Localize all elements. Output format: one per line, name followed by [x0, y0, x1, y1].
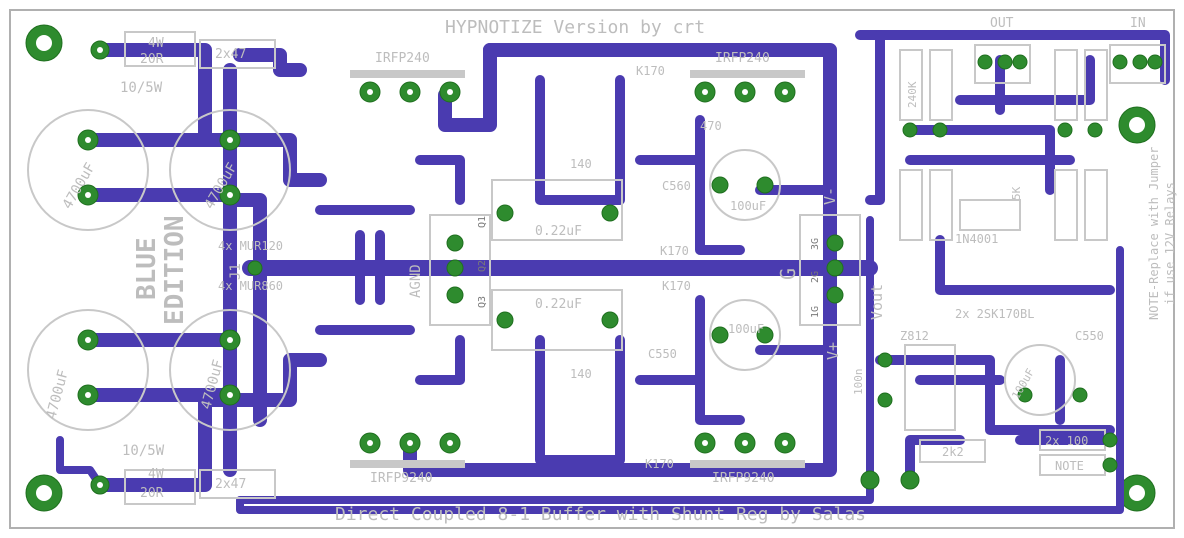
label-vminus: V-	[821, 187, 839, 205]
label-pin-1g: 1G	[810, 306, 821, 318]
label-diode: 1N4001	[955, 232, 998, 246]
label-c550b: C550	[1075, 329, 1104, 343]
pads	[77, 40, 1163, 495]
cap-4700uf-bc	[169, 309, 291, 431]
label-k170-top2: K170	[660, 244, 689, 258]
label-q1: Q1	[477, 216, 488, 228]
label-100uf-top: 100uF	[730, 199, 766, 213]
label-k170-bottom: K170	[662, 279, 691, 293]
edition-line-2: EDITION	[160, 215, 190, 325]
label-film-bottom: 0.22uF	[535, 297, 582, 312]
label-film-top: 0.22uF	[535, 224, 582, 239]
label-irfp240-tl: IRFP240	[375, 51, 430, 66]
label-irfp240-tr: IRFP240	[715, 51, 770, 66]
label-100uf-bottom: 100uF	[728, 322, 764, 336]
label-res-top-rating: 10/5W	[120, 80, 163, 96]
label-res-top-val: 20R	[140, 52, 164, 67]
cap-4700uf-tc	[169, 109, 291, 231]
side-note-2: if use 12V Relays	[1163, 182, 1177, 305]
label-pin-2g: 2G	[810, 271, 821, 283]
label-note: NOTE	[1055, 459, 1084, 473]
label-5k: 5K	[1010, 186, 1023, 200]
board-outline	[9, 9, 1175, 529]
label-k170-top: K170	[636, 64, 665, 78]
label-j1: J1	[228, 263, 244, 280]
label-2x47-bottom: 2x47	[215, 477, 246, 492]
label-res-bottom: 4W	[148, 467, 164, 482]
label-vplus: V+	[824, 342, 842, 360]
label-q3: Q3	[477, 296, 488, 308]
label-q2: Q2	[477, 260, 488, 272]
label-2x47-top: 2x47	[215, 47, 246, 62]
label-vout: Vout	[868, 284, 886, 320]
cap-4700uf-tl	[27, 109, 149, 231]
label-100u-small: 100uF	[1009, 366, 1037, 401]
label-out: OUT	[990, 16, 1014, 31]
label-2x100: 2x 100	[1045, 434, 1088, 448]
label-res-bottom-rating: 10/5W	[122, 443, 165, 459]
edition-line-1: BLUE	[132, 237, 162, 300]
label-res-top: 4W	[148, 36, 164, 51]
label-res-140-top: 140	[570, 157, 592, 171]
label-z812: Z812	[900, 329, 929, 343]
label-pin-3g: 3G	[810, 238, 821, 250]
label-c560: C560	[662, 179, 691, 193]
label-irfp9240-br: IRFP9240	[712, 471, 775, 486]
label-res-bottom-val: 20R	[140, 486, 164, 501]
label-2k2: 2k2	[942, 445, 964, 459]
label-c550: C550	[648, 347, 677, 361]
copper-traces	[56, 30, 1170, 514]
label-g: G	[776, 268, 800, 280]
label-jfet: 2x 2SK170BL	[955, 307, 1034, 321]
board-footer: Direct Coupled 8-1 Buffer with Shunt Reg…	[335, 504, 866, 525]
label-res-470: 470	[700, 119, 722, 133]
cap-4700uf-bl	[27, 309, 149, 431]
mounting-holes	[25, 24, 1156, 512]
label-240k: 240K	[906, 81, 919, 108]
label-irfp9240-bl: IRFP9240	[370, 471, 433, 486]
label-mur-top: 4x MUR120	[218, 239, 283, 253]
label-in: IN	[1130, 16, 1146, 31]
label-100n: 100n	[852, 369, 865, 396]
label-mur-bottom: 4x MUR860	[218, 279, 283, 293]
side-note-1: NOTE-Replace with Jumper	[1147, 147, 1161, 320]
board-title: HYPNOTIZE Version by crt	[445, 17, 705, 38]
silkscreen-parts	[27, 31, 1166, 505]
label-res-140-bottom: 140	[570, 367, 592, 381]
label-agnd: AGND	[408, 264, 424, 298]
label-cap-bl: 4700uF	[43, 368, 72, 421]
label-k170-bottom2: K170	[645, 457, 674, 471]
